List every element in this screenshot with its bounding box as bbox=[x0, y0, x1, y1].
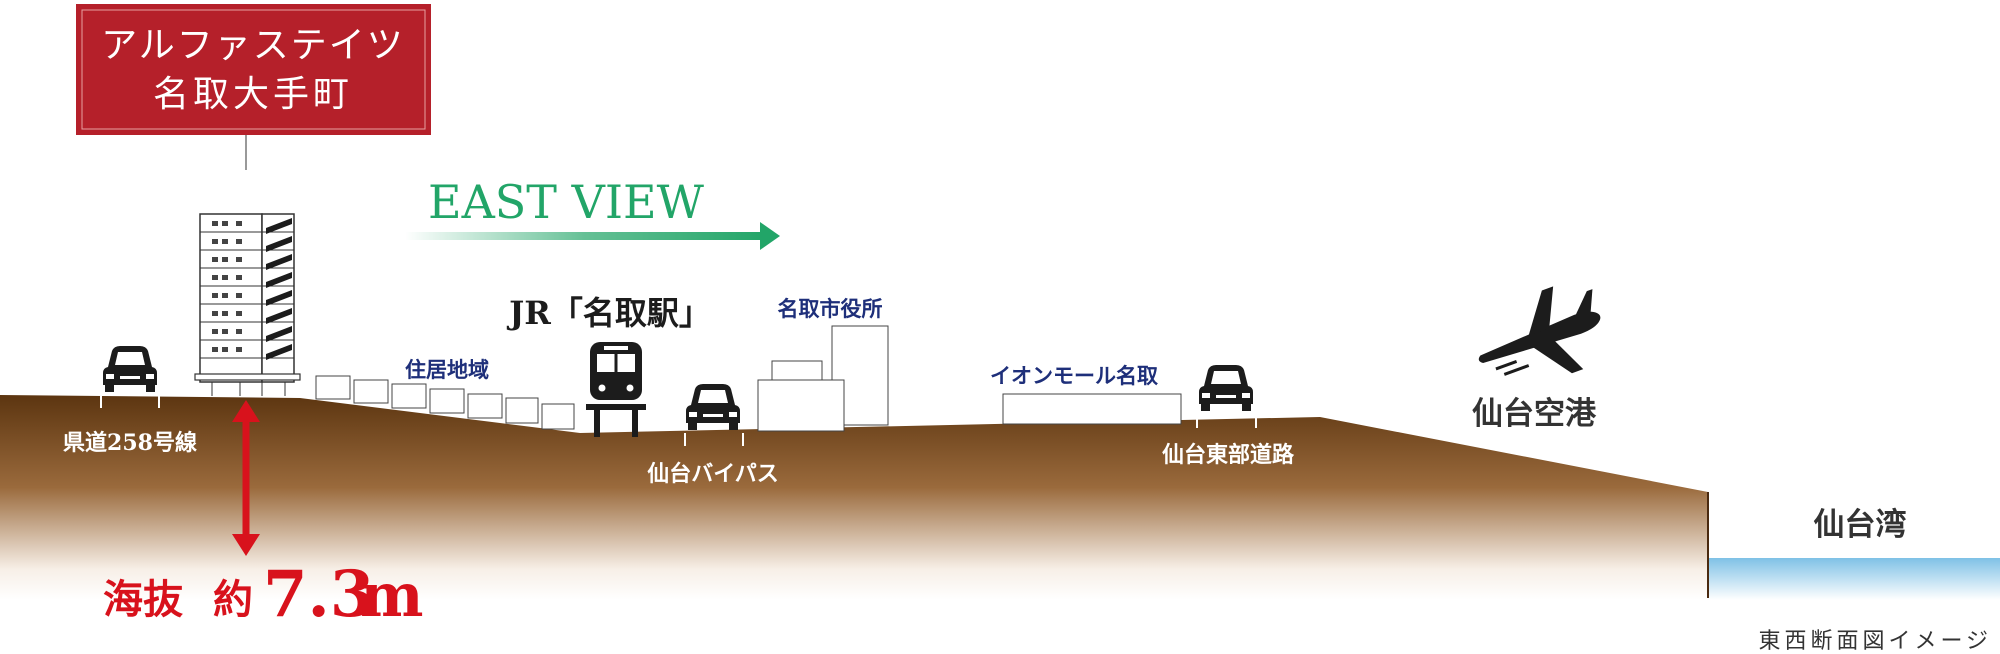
east-road-label: 仙台東部道路 bbox=[1162, 442, 1295, 468]
sea bbox=[1708, 558, 2000, 600]
city-hall-label: 名取市役所 bbox=[778, 296, 883, 321]
residential-houses bbox=[315, 375, 575, 430]
elevation-approx: 約 bbox=[213, 576, 253, 623]
car-icon bbox=[1199, 365, 1253, 411]
bay-label: 仙台湾 bbox=[1814, 507, 1907, 543]
airplane-icon bbox=[1478, 286, 1601, 376]
aeon-label: イオンモール名取 bbox=[990, 363, 1158, 388]
station-label: JR「名取駅」 bbox=[506, 294, 711, 332]
aeon-mall-building bbox=[1002, 393, 1182, 425]
elevation-prefix: 海抜 bbox=[103, 576, 183, 623]
elevation-label: 海抜 約 7.3 m bbox=[103, 557, 424, 632]
elevation-arrow bbox=[232, 400, 260, 556]
east-view-label: EAST VIEW bbox=[428, 175, 705, 229]
property-title-box: アルファステイツ 名取大手町 bbox=[76, 4, 431, 135]
car-icon bbox=[103, 346, 157, 392]
residential-label: 住居地域 bbox=[405, 357, 489, 382]
ground-profile bbox=[0, 395, 1708, 600]
property-name-line2: 名取大手町 bbox=[153, 74, 353, 115]
elevation-unit: m bbox=[360, 561, 424, 631]
train-icon bbox=[586, 342, 646, 437]
elevation-value: 7.3 bbox=[263, 557, 374, 632]
property-name-line1: アルファステイツ bbox=[101, 25, 405, 66]
diagram-caption: 東西断面図イメージ bbox=[1758, 629, 1992, 654]
east-view-arrow bbox=[405, 222, 780, 250]
apartment-building bbox=[194, 213, 301, 396]
bypass-label: 仙台バイパス bbox=[647, 461, 779, 487]
airport-label: 仙台空港 bbox=[1472, 396, 1597, 432]
car-icon bbox=[686, 384, 740, 430]
prefectural-road-label: 県道258号線 bbox=[63, 430, 197, 456]
road-ticks bbox=[100, 396, 1257, 446]
city-hall-buildings bbox=[757, 325, 889, 432]
